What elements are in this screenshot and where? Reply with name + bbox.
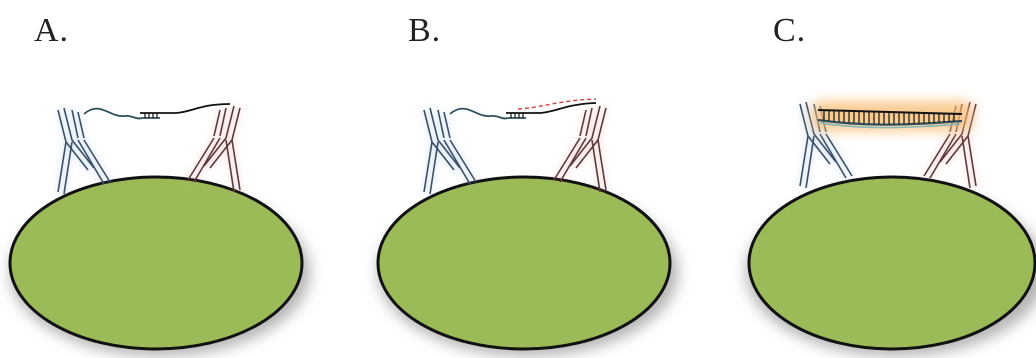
dna-probe-icon [83, 103, 231, 120]
rolling-circle-product-icon [812, 101, 972, 131]
antibody-red-icon [188, 106, 240, 192]
panel-label-c: C. [773, 12, 807, 49]
panel-a [8, 103, 310, 356]
panel-c [746, 101, 1036, 356]
antibody-blue-icon [424, 108, 476, 194]
panel-label-b: B. [408, 12, 442, 49]
panel-b [376, 98, 678, 356]
antibody-blue-icon [58, 108, 110, 194]
cell [8, 175, 304, 351]
antibody-red-icon [554, 106, 606, 192]
cell [376, 175, 672, 351]
dna-probe-icon [449, 98, 597, 120]
panel-label-a: A. [34, 12, 70, 49]
cell [747, 175, 1036, 351]
